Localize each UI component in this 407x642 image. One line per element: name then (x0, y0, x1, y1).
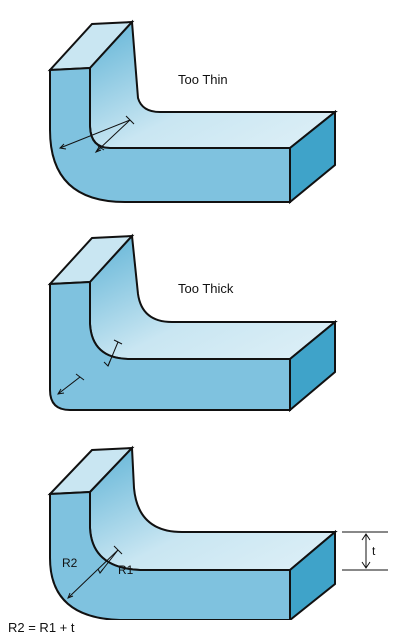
front-face (49, 490, 291, 620)
caption-too-thin: Too Thin (178, 72, 228, 87)
caption-too-thick: Too Thick (178, 281, 234, 296)
inner-bend-face (89, 233, 338, 360)
bracket-correct: R2 R1 t (47, 445, 388, 620)
bracket-too-thin (47, 19, 338, 205)
inner-bend-face (89, 445, 338, 571)
side-face (289, 319, 336, 413)
radius-arrows (58, 115, 135, 154)
thickness-dimension (342, 531, 388, 571)
label-r2: R2 (62, 556, 78, 570)
label-r1: R1 (118, 563, 134, 577)
formula-text: R2 = R1 + t (8, 620, 75, 635)
front-face (49, 280, 291, 411)
label-t: t (372, 544, 376, 558)
bracket-too-thick (47, 233, 338, 413)
radius-arrows (57, 339, 123, 395)
side-face (289, 529, 336, 620)
side-face (289, 109, 336, 205)
radius-arrows (67, 545, 123, 599)
